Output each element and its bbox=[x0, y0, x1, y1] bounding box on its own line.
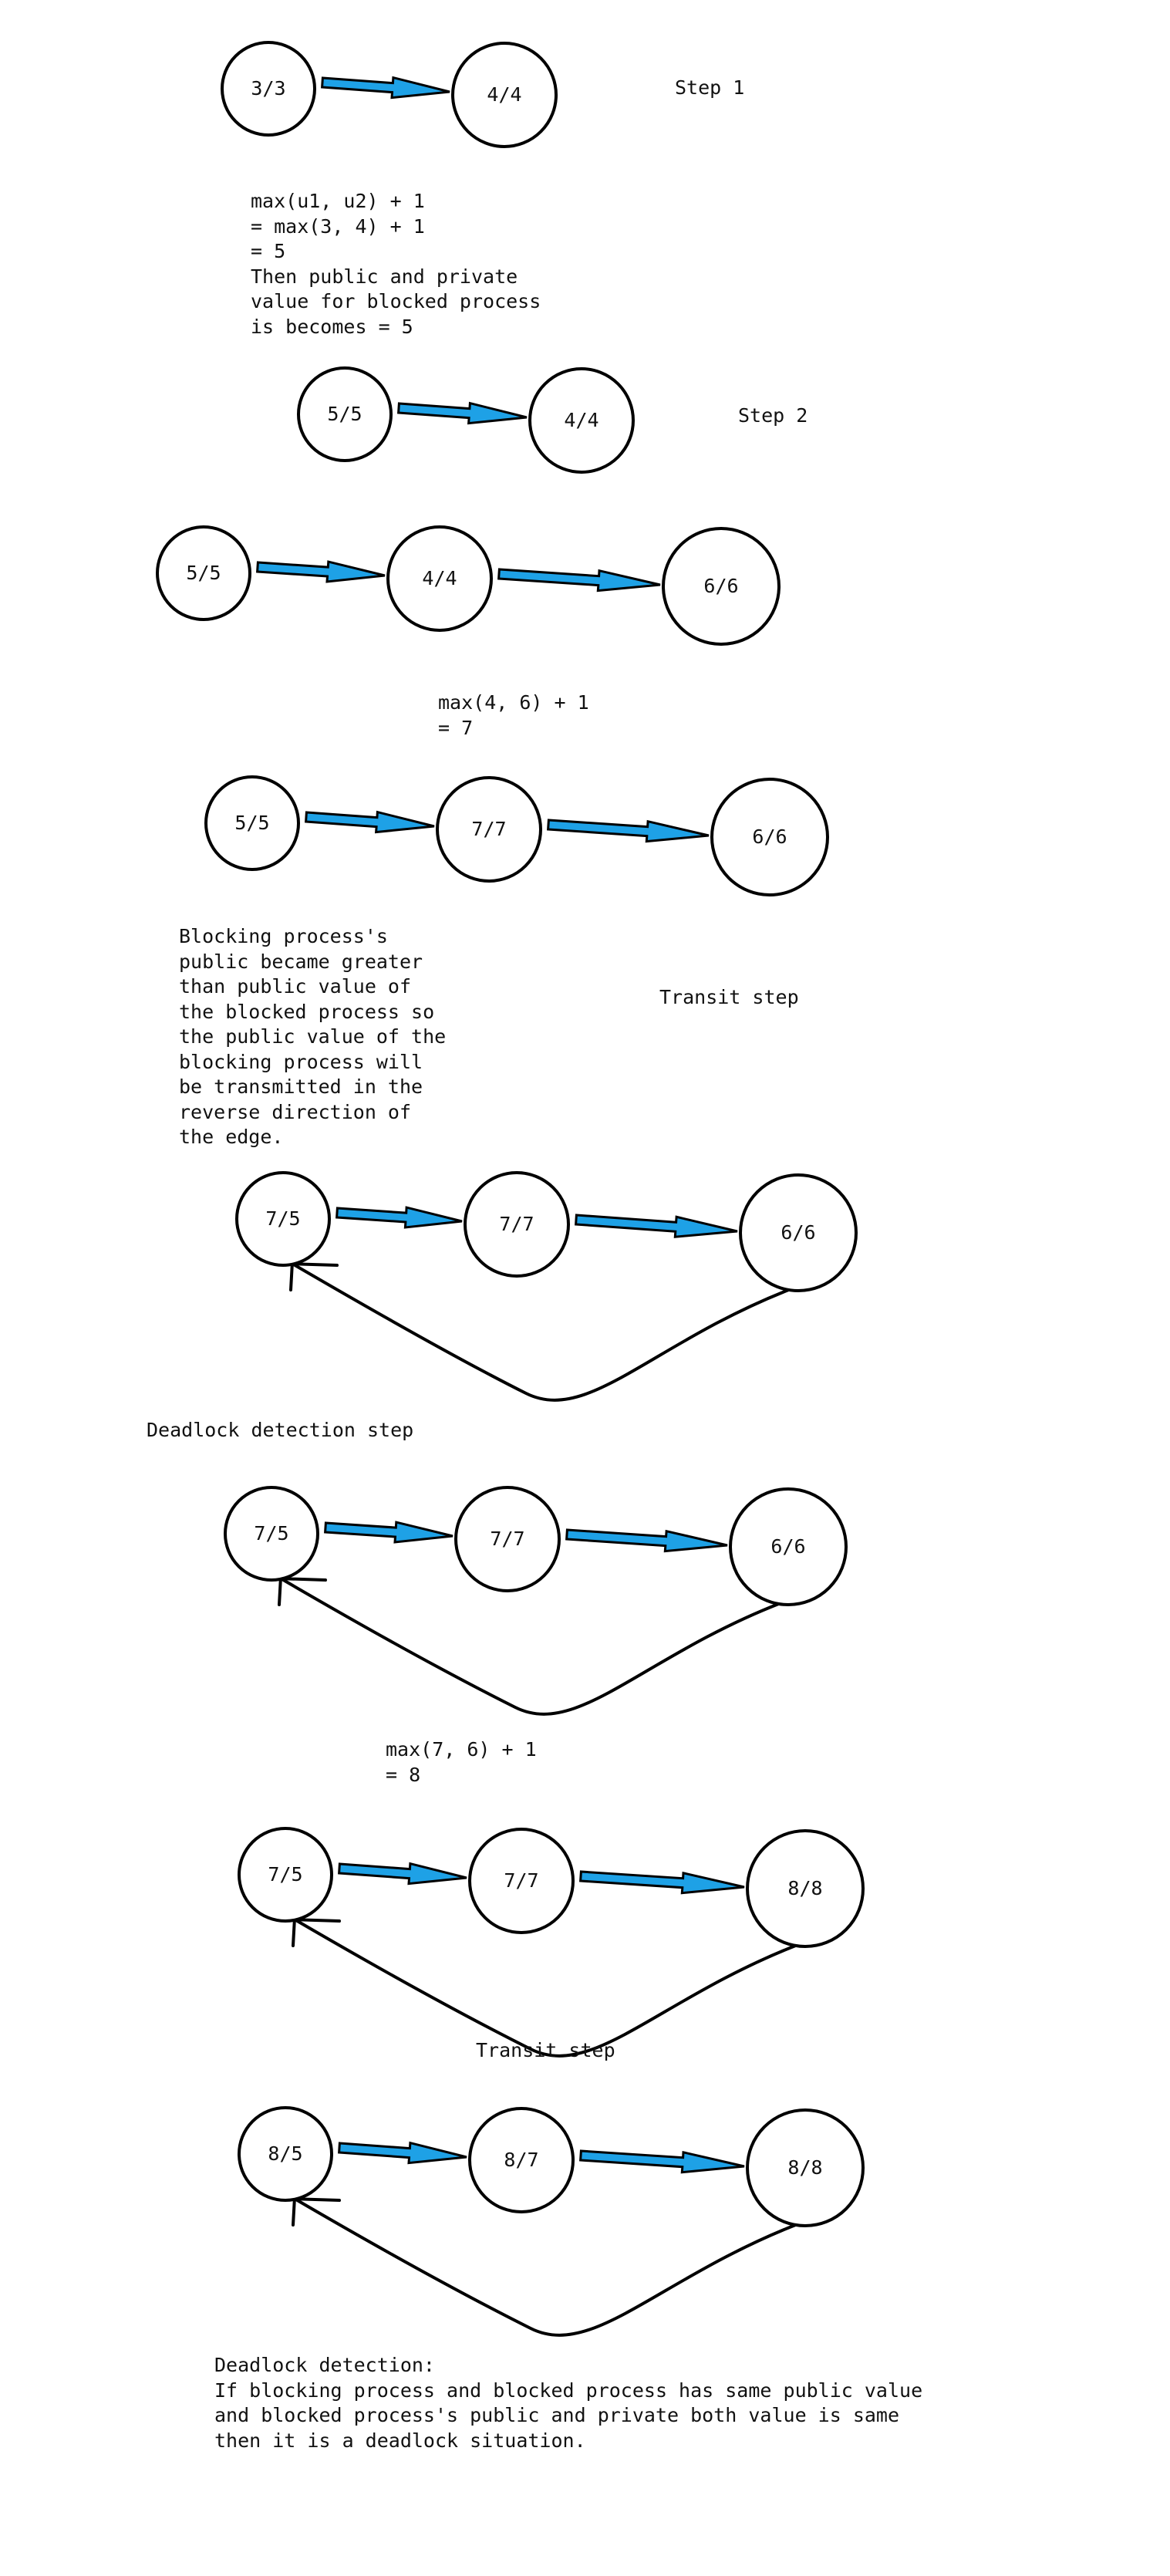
process-node bbox=[468, 1828, 575, 1934]
edge-arrow-1 bbox=[338, 1862, 467, 1886]
process-node bbox=[386, 525, 493, 632]
note-deadlock-detection: Deadlock detection: If blocking process … bbox=[214, 2354, 923, 2452]
edge-arrow-1 bbox=[256, 560, 386, 583]
edge-arrow-1 bbox=[338, 2141, 467, 2165]
process-node-label: 5/5 bbox=[327, 403, 362, 425]
process-node-label: 6/6 bbox=[703, 575, 738, 597]
process-node bbox=[238, 2106, 333, 2202]
transit-step-label-2: Transit step bbox=[476, 2039, 615, 2061]
edge-arrow-2 bbox=[547, 819, 710, 843]
edge-arrow-1 bbox=[397, 401, 528, 425]
process-node bbox=[221, 41, 316, 137]
step-2-label: Step 2 bbox=[738, 404, 808, 427]
process-node-label: 3/3 bbox=[251, 77, 285, 100]
process-node bbox=[235, 1171, 331, 1267]
deadlock-detection-step-label: Deadlock detection step bbox=[147, 1419, 414, 1441]
process-node bbox=[204, 775, 300, 871]
diagram-7: 7/5 7/7 8/8 bbox=[238, 1827, 865, 2058]
diagram-1: 3/3 4/4 bbox=[221, 41, 558, 148]
process-node-label: 7/5 bbox=[265, 1207, 300, 1230]
process-node-label: 7/7 bbox=[499, 1213, 534, 1235]
process-node bbox=[436, 776, 542, 883]
process-node-label: 8/5 bbox=[268, 2142, 302, 2165]
process-node-label: 7/7 bbox=[490, 1528, 524, 1550]
process-node-label: 7/7 bbox=[504, 1869, 538, 1892]
edge-arrow-2 bbox=[579, 2149, 745, 2174]
transit-step-label-1: Transit step bbox=[659, 986, 799, 1008]
process-node-label: 5/5 bbox=[186, 562, 221, 584]
diagram-4: 5/5 7/7 6/6 bbox=[204, 775, 829, 896]
note-max-u1-u2: max(u1, u2) + 1 = max(3, 4) + 1 = 5 Then… bbox=[251, 190, 541, 338]
process-node bbox=[238, 1827, 333, 1923]
process-node bbox=[156, 525, 251, 621]
process-node-label: 4/4 bbox=[422, 567, 457, 589]
process-node-label: 7/5 bbox=[254, 1522, 288, 1545]
diagram-3: 5/5 4/4 6/6 bbox=[156, 525, 781, 646]
process-node-label: 4/4 bbox=[564, 409, 598, 431]
process-node-label: 6/6 bbox=[770, 1535, 805, 1558]
edge-arrow-1 bbox=[305, 810, 435, 834]
diagram-2: 5/5 4/4 bbox=[297, 366, 635, 474]
back-edge bbox=[279, 1577, 782, 1716]
process-node bbox=[297, 366, 393, 462]
process-node-label: 8/8 bbox=[787, 2156, 822, 2179]
note-blocking-explanation: Blocking process's public became greater… bbox=[179, 925, 447, 1148]
edge-arrow-1 bbox=[321, 76, 450, 100]
process-node-label: 8/7 bbox=[504, 2149, 538, 2171]
process-node bbox=[464, 1171, 570, 1278]
edge-arrow-2 bbox=[497, 568, 661, 593]
note-max-4-6: max(4, 6) + 1 = 7 bbox=[438, 691, 589, 739]
back-edge bbox=[291, 1262, 792, 1402]
edge-arrow-1 bbox=[335, 1206, 463, 1229]
diagram-8: 8/5 8/7 8/8 bbox=[238, 2106, 865, 2337]
process-node bbox=[224, 1486, 319, 1582]
process-node bbox=[746, 2108, 865, 2227]
process-node bbox=[528, 367, 635, 474]
note-max-7-6: max(7, 6) + 1 = 8 bbox=[386, 1738, 537, 1786]
process-node-label: 5/5 bbox=[234, 812, 269, 834]
edge-arrow-2 bbox=[565, 1528, 728, 1553]
process-node bbox=[451, 42, 558, 148]
process-node bbox=[454, 1486, 561, 1592]
process-node-label: 4/4 bbox=[487, 83, 521, 106]
process-node bbox=[468, 2107, 575, 2213]
process-node bbox=[739, 1173, 858, 1292]
process-node bbox=[710, 778, 829, 896]
process-node bbox=[662, 527, 781, 646]
process-node-label: 7/5 bbox=[268, 1863, 302, 1886]
process-node-label: 6/6 bbox=[781, 1221, 815, 1244]
process-node-label: 7/7 bbox=[471, 818, 506, 840]
diagram-5: 7/5 7/7 6/6 bbox=[235, 1171, 858, 1402]
process-node bbox=[729, 1487, 848, 1606]
process-node-label: 8/8 bbox=[787, 1877, 822, 1899]
edge-arrow-2 bbox=[575, 1214, 738, 1238]
diagram-6: 7/5 7/7 6/6 bbox=[224, 1486, 848, 1716]
back-edge bbox=[293, 1918, 799, 2058]
edge-arrow-2 bbox=[579, 1870, 745, 1895]
process-node-label: 6/6 bbox=[752, 825, 787, 848]
step-1-label: Step 1 bbox=[675, 76, 745, 99]
back-edge bbox=[293, 2197, 799, 2337]
edge-arrow-1 bbox=[324, 1521, 454, 1544]
process-node bbox=[746, 1829, 865, 1948]
